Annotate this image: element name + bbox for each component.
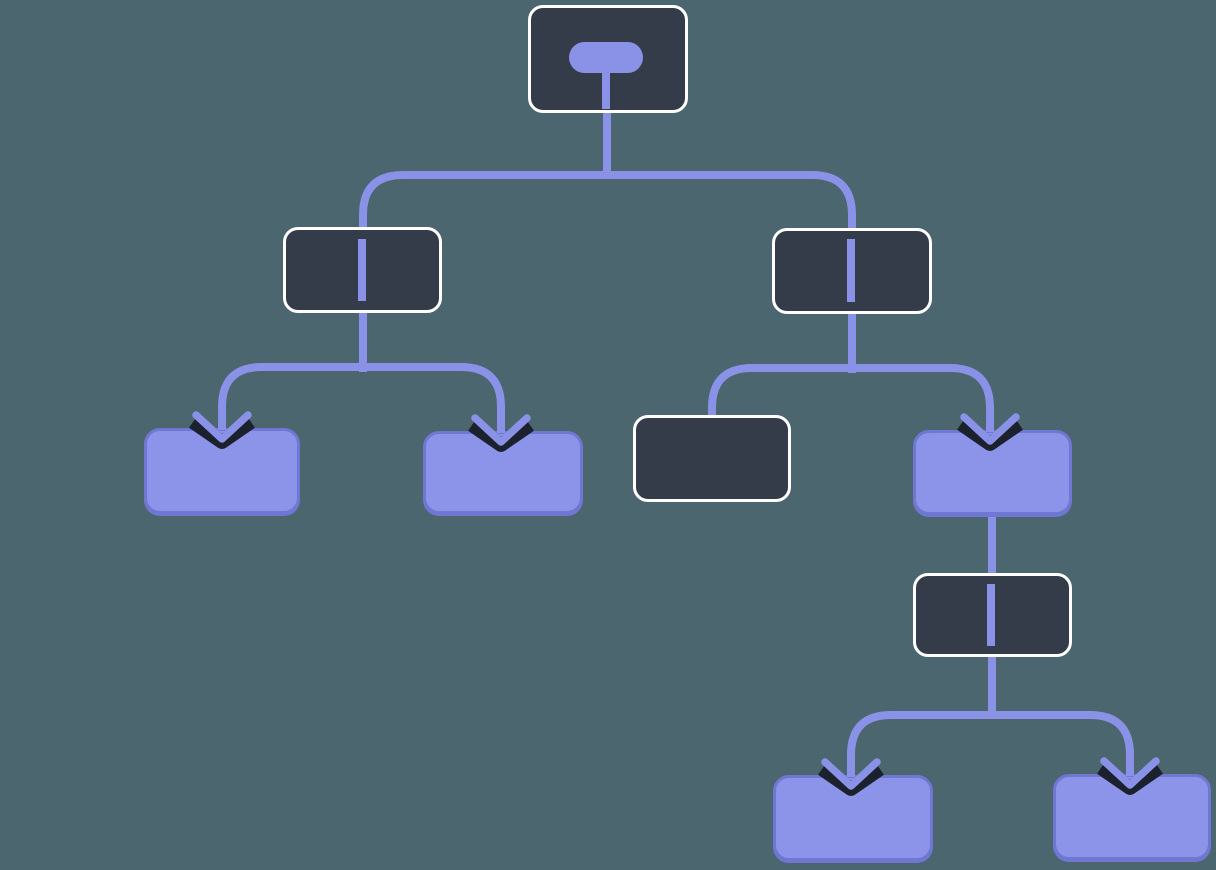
node-branch-right[interactable] <box>772 228 932 314</box>
connector-bottom-split <box>847 650 1134 777</box>
node-purple-mid-right[interactable] <box>913 430 1072 515</box>
node-branch-right-lower[interactable] <box>913 573 1072 657</box>
node-leaf-bottom-left[interactable] <box>773 775 933 861</box>
node-root[interactable] <box>528 5 688 113</box>
node-leaf-mid-left[interactable] <box>423 431 583 514</box>
node-leaf-bottom-right[interactable] <box>1053 774 1211 860</box>
node-leaf-far-left[interactable] <box>144 428 300 514</box>
connector-left-split <box>218 363 505 433</box>
node-branch-left[interactable] <box>283 227 442 313</box>
node-plain-dark-node[interactable] <box>633 415 791 502</box>
